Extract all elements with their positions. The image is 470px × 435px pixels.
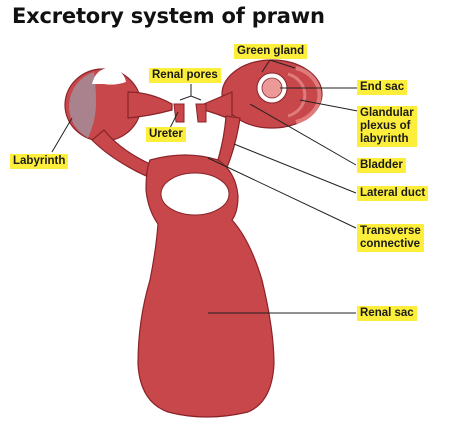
label-renal-sac: Renal sac: [357, 306, 417, 321]
leader-bladder: [249, 103, 357, 166]
label-ureter: Ureter: [146, 127, 186, 142]
label-lateral-duct: Lateral duct: [357, 186, 429, 201]
labyrinth-region: [69, 72, 96, 138]
leader-ureter: [169, 111, 179, 129]
left-neck: [127, 91, 173, 119]
glandular-plexus-band-outer: [295, 66, 322, 124]
leader-glandular-plexus: [299, 99, 364, 113]
label-bladder: Bladder: [357, 158, 406, 173]
right-renal-pore: [195, 103, 207, 123]
label-glandular-plexus: Glandular plexus of labyrinth: [357, 106, 417, 147]
leader-transverse-connective: [207, 157, 357, 229]
glandular-plexus-band-inner: [287, 72, 307, 118]
label-renal-pores: Renal pores: [149, 68, 221, 83]
label-transverse-connective: Transverse connective: [357, 224, 424, 252]
label-green-gland: Green gland: [234, 44, 308, 59]
transverse-connective-opening: [160, 172, 230, 216]
renal-sac-body: [137, 154, 275, 418]
diagram-title: Excretory system of prawn: [12, 4, 325, 28]
leader-labyrinth: [51, 117, 73, 153]
label-labyrinth: Labyrinth: [10, 154, 69, 169]
end-sac-centre: [261, 77, 283, 99]
leader-lateral-duct: [233, 143, 357, 194]
leader-renal-pores: [179, 84, 202, 101]
leader-green-gland: [261, 59, 296, 73]
label-end-sac: End sac: [357, 80, 408, 95]
left-end-sac: [92, 68, 126, 85]
left-renal-pore: [173, 103, 185, 123]
